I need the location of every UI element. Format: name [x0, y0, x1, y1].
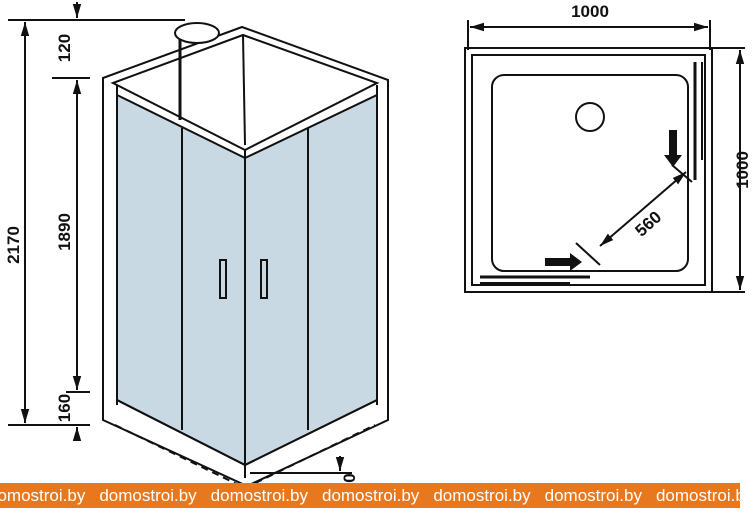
watermark-text: domostroi.by: [99, 486, 197, 505]
drain-icon: [575, 102, 605, 132]
rain-shower-head-icon: [174, 22, 220, 44]
watermark-text: domostroi.by: [544, 486, 642, 505]
watermark-text: domostroi.by: [210, 486, 308, 505]
watermark-text: domostroi.by: [321, 486, 420, 505]
shower-cabin-front: [102, 22, 389, 490]
total-height-label: 2170: [4, 226, 23, 264]
left-door-handle: [219, 259, 227, 299]
door-opening-label: 560: [631, 207, 665, 240]
top-view-plan: [464, 20, 745, 293]
floor-gap-label: 0: [340, 473, 359, 482]
watermark-text: domostroi.by: [0, 486, 86, 505]
width-label: 1000: [571, 2, 609, 21]
door-height-label: 1890: [55, 213, 74, 251]
right-door-handle: [260, 259, 268, 299]
arrow-down-icon: [664, 130, 682, 167]
direction-arrows: [545, 130, 682, 271]
watermark-text: domostroi.by: [433, 486, 531, 505]
height-dimension-lines: [8, 2, 185, 441]
top-section-label: 120: [55, 34, 74, 62]
depth-label: 1000: [733, 151, 752, 189]
arrow-right-icon: [545, 253, 582, 271]
watermark-banner: domostroi.by domostroi.by domostroi.by d…: [0, 483, 740, 508]
watermark-text: domostroi.by: [655, 486, 740, 505]
tray-height-label: 160: [55, 394, 74, 422]
